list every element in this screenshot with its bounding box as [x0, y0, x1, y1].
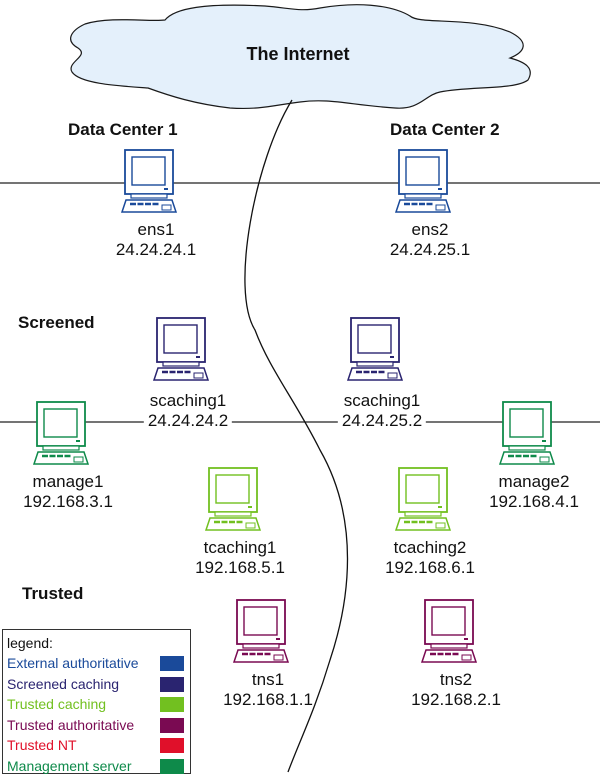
computer-icon — [394, 467, 452, 531]
legend-item-label: Trusted NT — [7, 737, 77, 753]
legend-item-label: Trusted authoritative — [7, 716, 135, 733]
host-label-ens1: ens1 24.24.24.1 — [116, 220, 196, 260]
host-label-tns1: tns1 192.168.1.1 — [223, 670, 313, 710]
host-name: tcaching1 — [203, 538, 277, 557]
host-label-scaching1-dc2: scaching1 24.24.25.2 — [337, 391, 427, 431]
legend-color-swatch — [160, 738, 184, 753]
computer-icon — [204, 467, 262, 531]
legend-item-external-authoritative: External authoritative — [7, 653, 190, 674]
zone-label-trusted: Trusted — [22, 584, 84, 603]
host-ip: 192.168.2.1 — [411, 690, 501, 709]
host-label-tcaching1: tcaching1 192.168.5.1 — [195, 538, 285, 578]
host-label-tns2: tns2 192.168.2.1 — [411, 670, 501, 710]
legend-item-screened-caching: Screened caching — [7, 674, 190, 695]
host-ip: 192.168.3.1 — [23, 492, 113, 511]
legend-item-label: Trusted caching — [7, 696, 107, 712]
host-name: ens1 — [137, 220, 175, 239]
host-label-tcaching2: tcaching2 192.168.6.1 — [385, 538, 475, 578]
legend-color-swatch — [160, 697, 184, 712]
host-ip: 192.168.4.1 — [489, 492, 579, 511]
host-ip: 192.168.6.1 — [385, 558, 475, 577]
zone-label-datacenter1: Data Center 1 — [68, 120, 178, 139]
host-name: tns1 — [251, 670, 285, 689]
host-name: manage2 — [498, 472, 570, 491]
host-ip: 192.168.5.1 — [195, 558, 285, 577]
host-label-manage2: manage2 192.168.4.1 — [489, 472, 579, 512]
legend-color-swatch — [160, 656, 184, 671]
host-name: tcaching2 — [393, 538, 467, 557]
computer-icon — [32, 401, 90, 465]
host-name: ens2 — [411, 220, 449, 239]
computer-icon — [394, 149, 452, 213]
legend-color-swatch — [160, 676, 184, 692]
host-ip: 24.24.25.2 — [337, 411, 427, 431]
legend-item-trusted-caching: Trusted caching — [7, 694, 190, 715]
computer-icon — [346, 317, 404, 381]
legend-title: legend: — [7, 635, 53, 651]
computer-icon — [232, 599, 290, 663]
zone-label-screened: Screened — [18, 313, 95, 332]
legend-item-label: Screened caching — [7, 675, 120, 692]
datacenter-divider-curve — [244, 99, 349, 773]
host-label-manage1: manage1 192.168.3.1 — [23, 472, 113, 512]
legend-item-trusted-authoritative: Trusted authoritative — [7, 715, 190, 736]
computer-icon — [420, 599, 478, 663]
host-ip: 24.24.24.2 — [143, 411, 233, 431]
legend-item-management-server: Management server — [7, 756, 190, 777]
legend-color-swatch — [160, 717, 184, 733]
internet-label: The Internet — [246, 44, 350, 64]
host-name: scaching1 — [343, 391, 421, 410]
computer-icon — [120, 149, 178, 213]
host-ip: 24.24.25.1 — [389, 240, 471, 259]
host-name: tns2 — [439, 670, 473, 689]
host-label-ens2: ens2 24.24.25.1 — [390, 220, 470, 260]
legend-item-label: External authoritative — [7, 655, 139, 671]
host-name: scaching1 — [149, 391, 227, 410]
zone-label-datacenter2: Data Center 2 — [390, 120, 500, 139]
legend-item-trusted-nt: Trusted NT — [7, 735, 190, 756]
legend-item-label: Management server — [7, 757, 132, 774]
host-name: manage1 — [32, 472, 104, 491]
internet-cloud — [70, 4, 531, 110]
computer-icon — [498, 401, 556, 465]
host-ip: 24.24.24.1 — [115, 240, 197, 259]
host-ip: 192.168.1.1 — [223, 690, 313, 709]
legend-color-swatch — [160, 758, 184, 774]
host-label-scaching1-dc1: scaching1 24.24.24.2 — [143, 391, 233, 431]
computer-icon — [152, 317, 210, 381]
